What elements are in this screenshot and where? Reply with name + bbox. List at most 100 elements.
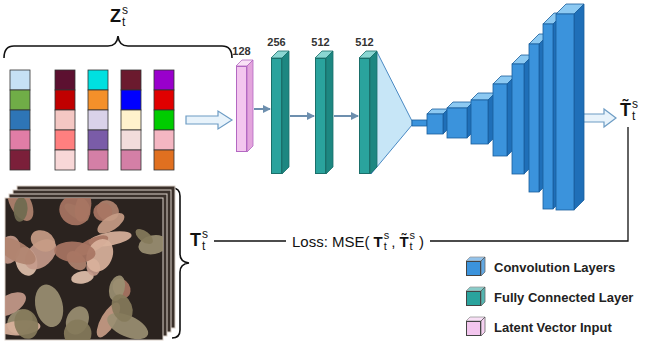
layer-arrow <box>334 115 358 117</box>
latent-cell <box>121 130 141 150</box>
legend-swatch <box>466 321 481 336</box>
cuboid-side <box>370 51 377 174</box>
fc-layer: 512 <box>359 58 370 174</box>
layer-size: 256 <box>267 36 285 48</box>
latent-cell <box>154 90 174 110</box>
texture-patch <box>11 306 42 340</box>
cuboid-front <box>529 44 539 192</box>
latent-cell <box>10 130 30 150</box>
latent-cell <box>88 70 108 90</box>
output-arrow <box>579 109 616 127</box>
cuboid-front <box>471 100 488 144</box>
superscript: s <box>122 4 128 16</box>
latent-cell <box>55 150 75 170</box>
texture-patch <box>13 198 29 222</box>
index-stack: st <box>384 230 390 252</box>
latent-cell <box>10 150 30 170</box>
legend-text: Fully Connected Layer <box>494 290 633 305</box>
symbol-letter: T <box>190 230 201 251</box>
swatch-side <box>481 257 485 276</box>
latent-cell <box>88 130 108 150</box>
math-symbol: T̃st <box>399 230 415 252</box>
symbol-letter: T̃ <box>620 100 631 121</box>
output-label: T̃st <box>620 98 638 122</box>
loss-text: ) <box>419 233 424 250</box>
latent-cell <box>55 90 75 110</box>
latent-cell <box>10 70 30 90</box>
legend-text: Latent Vector Input <box>494 320 612 335</box>
latent-cell <box>55 130 75 150</box>
latent-cell <box>55 110 75 130</box>
latent-cell <box>154 70 174 90</box>
cuboid-side <box>574 4 584 210</box>
loss-line <box>214 240 286 241</box>
target-label: Tst <box>190 228 208 252</box>
layer-arrow <box>290 115 314 117</box>
layer-arrow <box>254 108 270 110</box>
texture-patch <box>54 198 96 231</box>
texture-patch <box>108 291 137 325</box>
math-symbol: Tst <box>190 228 208 252</box>
loss-text: , <box>391 233 395 250</box>
layer-size: 512 <box>311 36 329 48</box>
cuboid-front <box>556 14 574 210</box>
latent-cell <box>10 110 30 130</box>
cuboid-side <box>326 51 333 174</box>
math-symbol: Tst <box>374 230 390 252</box>
texture-patches <box>5 198 163 340</box>
loss-text: Loss: MSE( <box>292 233 370 250</box>
layer-size: 512 <box>355 36 373 48</box>
latent-cell <box>88 90 108 110</box>
index-stack: st <box>410 230 416 252</box>
swatch-side <box>481 287 485 306</box>
subscript: t <box>384 241 390 252</box>
latent-input-layer: 128 <box>236 66 247 152</box>
superscript: s <box>202 228 208 240</box>
index-stack: st <box>122 4 128 28</box>
cuboid-front <box>427 114 443 134</box>
legend-swatch <box>466 291 481 306</box>
math-symbol: Zst <box>110 4 128 28</box>
symbol-letter: Z <box>110 6 121 27</box>
symbol-letter: T <box>374 233 383 250</box>
swatch-side <box>481 317 485 336</box>
fc-layer: 512 <box>315 58 326 174</box>
latent-cell <box>154 110 174 130</box>
cuboid-front <box>493 84 507 156</box>
loss-line <box>430 127 628 241</box>
texture-patch <box>5 198 39 225</box>
layer-size: 128 <box>232 45 250 57</box>
math-symbol: T̃st <box>620 98 638 122</box>
subscript: t <box>410 241 416 252</box>
texture-patch <box>64 320 92 340</box>
cuboid-front <box>543 24 553 209</box>
latent-cell <box>121 90 141 110</box>
cuboid-side <box>282 51 289 174</box>
index-stack: st <box>632 98 638 122</box>
latent-cell <box>154 130 174 150</box>
latent-cell <box>121 150 141 170</box>
latent-cell <box>10 90 30 110</box>
superscript: s <box>410 230 416 241</box>
input-arrow <box>186 111 232 129</box>
latent-cell <box>88 150 108 170</box>
latent-cell <box>121 70 141 90</box>
cuboid-side <box>247 60 253 152</box>
texture-patch <box>133 226 156 247</box>
latent-label: Zst <box>110 4 128 28</box>
latent-cell <box>154 150 174 170</box>
latent-cell <box>88 110 108 130</box>
index-stack: st <box>202 228 208 252</box>
cuboid-front <box>447 108 467 138</box>
legend-text: Convolution Layers <box>494 260 615 275</box>
texture-patch <box>53 240 96 264</box>
texture-patch <box>5 232 40 270</box>
superscript: s <box>384 230 390 241</box>
latent-cell <box>55 70 75 90</box>
subscript: t <box>122 16 128 28</box>
symbol-letter: T̃ <box>399 233 408 250</box>
superscript: s <box>632 98 638 110</box>
loss-formula: Loss: MSE(Tst,T̃st) <box>292 230 424 252</box>
fc-layer: 256 <box>271 58 282 174</box>
